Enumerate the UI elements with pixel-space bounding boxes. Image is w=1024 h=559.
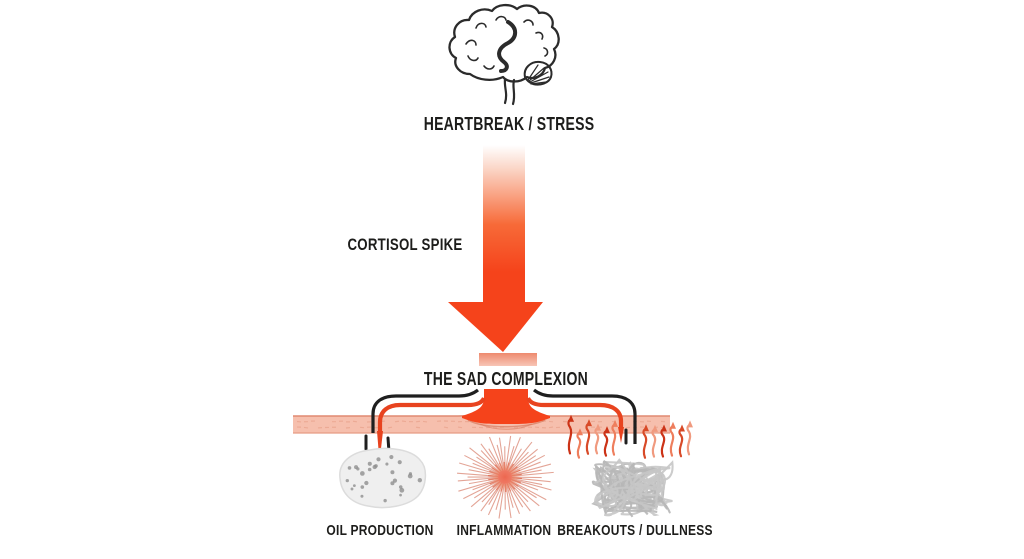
right-branch [526,388,637,445]
funnel [462,389,550,424]
flame-arrows [567,414,693,459]
down-arrow-icon [448,145,543,366]
oil-gland-icon [339,447,427,509]
brain-icon [448,3,560,106]
oil-drip [377,431,383,462]
inflammation-starburst-icon [457,435,554,519]
arrow-fade [479,353,537,366]
result-label: THE SAD COMPLEXION [423,369,589,389]
outcome-label-breakouts: BREAKOUTS / DULLNESS [557,522,713,539]
breakouts-scribble-icon [591,458,674,518]
source-label: HEARTBREAK / STRESS [423,114,595,134]
outcome-label-inflammation: INFLAMMATION [456,522,552,539]
outcome-label-oil: OIL PRODUCTION [326,522,434,539]
process-label: CORTISOL SPIKE [347,235,463,254]
